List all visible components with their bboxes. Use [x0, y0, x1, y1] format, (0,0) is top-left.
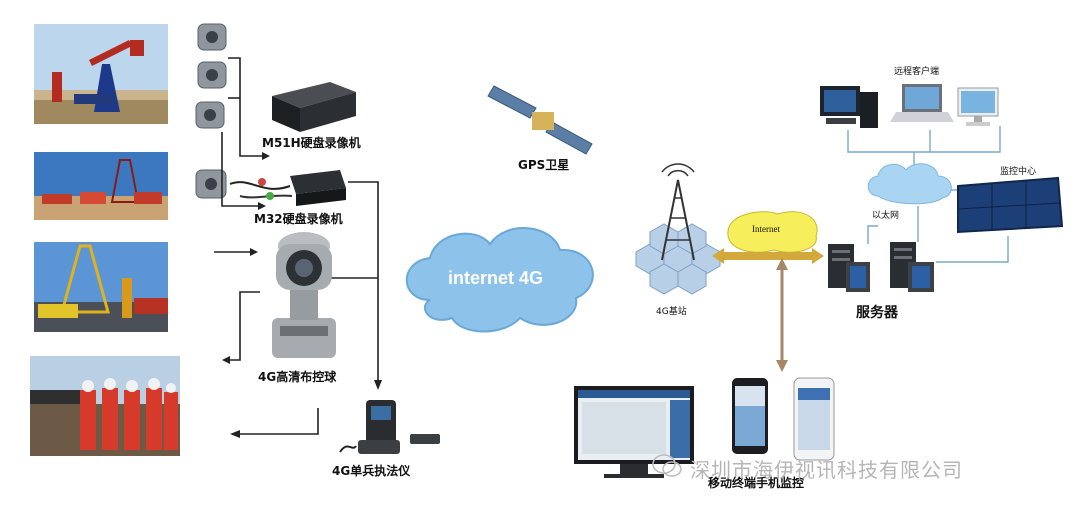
base-station-label: 4G基站 [656, 307, 687, 317]
monitor-center-label: 监控中心 [1000, 167, 1037, 177]
m32-dvr-icon [229, 170, 346, 206]
internet-label: Internet [752, 224, 780, 234]
handheld-label: 4G单兵执法仪 [332, 464, 411, 478]
server-label: 服务器 [856, 305, 898, 321]
m32-label: M32硬盘录像机 [254, 212, 343, 226]
m51h-label: M51H硬盘录像机 [262, 136, 361, 150]
ethernet-cloud-icon [867, 163, 952, 205]
oil-derrick-photo [34, 152, 168, 220]
internet-4g-cloud-icon [405, 227, 594, 333]
smartphone-white-icon [793, 377, 835, 461]
m51h-dvr-icon [272, 82, 356, 132]
gps-satellite-icon [487, 85, 593, 155]
video-wall-icon [957, 176, 1064, 234]
handheld-recorder-icon [339, 400, 440, 454]
gps-label: GPS卫星 [518, 158, 570, 172]
monitor-desktop-icon [574, 386, 694, 478]
wechat-icon [652, 454, 682, 478]
ethernet-label: 以太网 [872, 211, 900, 221]
cloud-label: internet 4G [448, 268, 544, 288]
ptz-camera-icon [272, 232, 336, 358]
watermark-text: 深圳市海伊视讯科技有限公司 [690, 458, 963, 482]
desktop-computer-icon [820, 86, 878, 128]
workers-photo [30, 356, 180, 456]
monitor-icon [957, 87, 999, 126]
server-icon [828, 242, 934, 292]
ptz-label: 4G高清布控球 [258, 370, 337, 384]
vertical-double-arrow [776, 258, 788, 372]
smartphone-icon [732, 378, 768, 454]
remote-client-label: 远程客户端 [894, 67, 940, 77]
double-arrow [712, 248, 824, 264]
base-station-icon [635, 163, 721, 295]
oil-pumpjack-photo [34, 24, 168, 124]
drilling-rig-photo [34, 242, 168, 332]
laptop-icon [890, 84, 954, 122]
mobile-label: 移动终端手机监控 [708, 476, 805, 490]
